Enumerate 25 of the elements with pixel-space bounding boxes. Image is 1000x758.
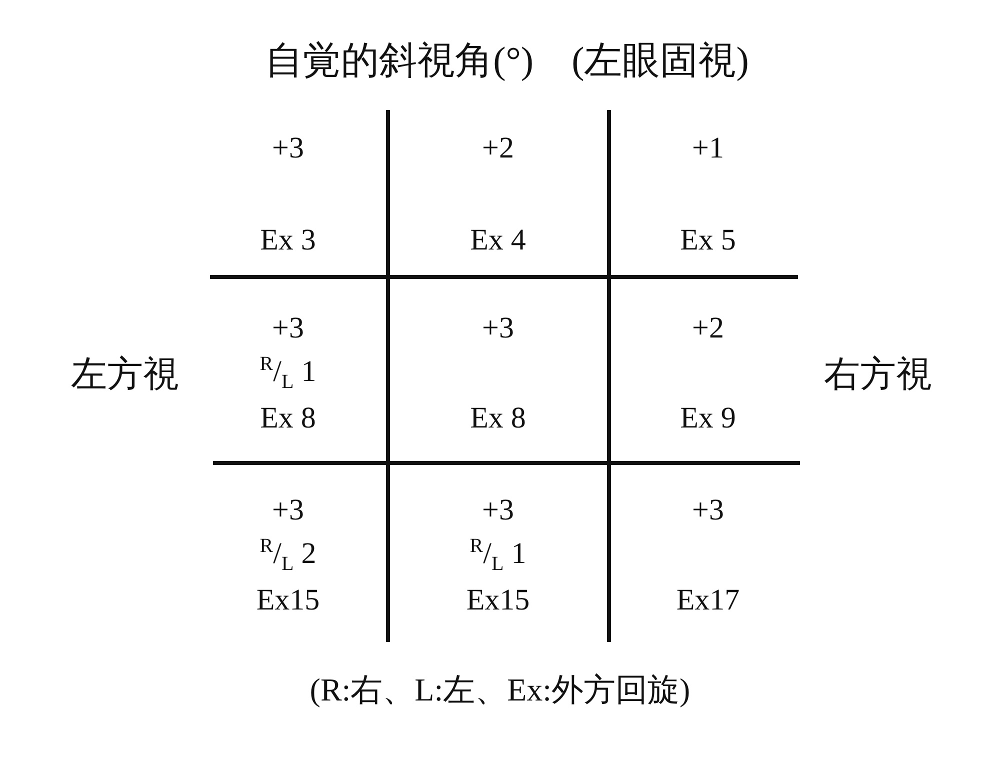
angle-value: +2 (482, 132, 514, 164)
torsion-value: Ex 8 (470, 402, 526, 434)
torsion-value: Ex15 (256, 584, 320, 616)
angle-value: +1 (692, 132, 724, 164)
torsion-value: Ex 4 (470, 224, 526, 256)
torsion-value: Ex 5 (680, 224, 736, 256)
angle-value: +3 (692, 494, 724, 526)
angle-value: +2 (692, 312, 724, 344)
angle-value: +3 (272, 132, 304, 164)
angle-value: +3 (482, 312, 514, 344)
torsion-value: Ex17 (676, 584, 740, 616)
vertical-value: $^{R}$/$_{L}$ 1 (260, 353, 316, 393)
angle-value: +3 (272, 312, 304, 344)
torsion-value: Ex15 (466, 584, 530, 616)
torsion-value: Ex 9 (680, 402, 736, 434)
vertical-value: $^{R}$/$_{L}$ 1 (470, 535, 526, 575)
gaze-direction-label: 右方視 (824, 355, 932, 395)
torsion-value: Ex 8 (260, 402, 316, 434)
torsion-value: Ex 3 (260, 224, 316, 256)
gaze-direction-label: 左方視 (71, 355, 179, 395)
vertical-value: $^{R}$/$_{L}$ 2 (260, 535, 316, 575)
angle-value: +3 (272, 494, 304, 526)
title: 自覚的斜視角(°) (左眼固視) (265, 41, 749, 83)
caption: (R:右、L:左、Ex:外方回旋) (310, 672, 690, 708)
angle-value: +3 (482, 494, 514, 526)
